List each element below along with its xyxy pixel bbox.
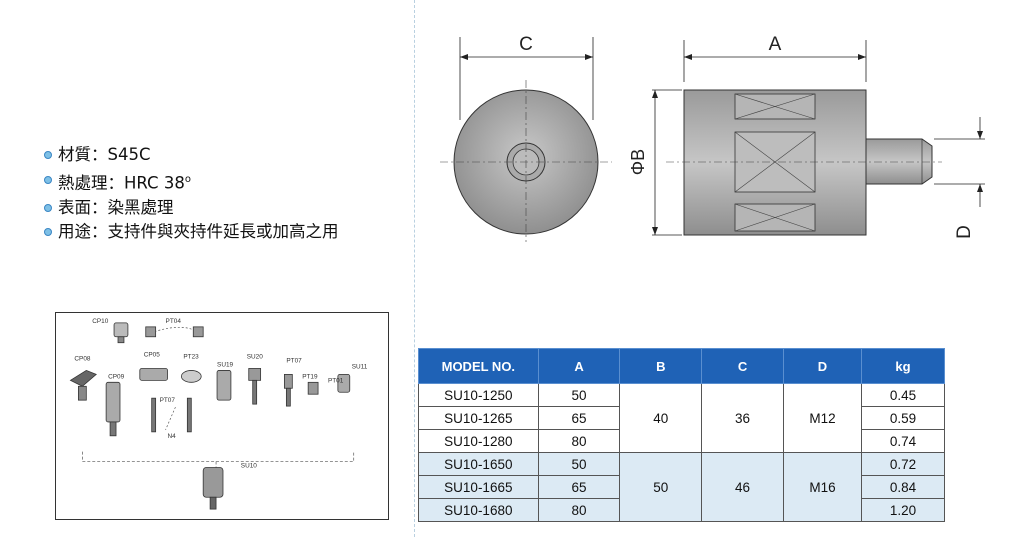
header-c: C	[701, 348, 784, 384]
spec-heat-treatment: 熱處理：HRC 38o	[44, 168, 339, 196]
label-su20: SU20	[247, 354, 263, 361]
header-kg: kg	[861, 348, 945, 384]
cell-model: SU10-1650	[418, 452, 539, 476]
cell-model: SU10-1265	[418, 406, 539, 430]
cell-d: M16	[782, 452, 863, 522]
label-cp05: CP05	[144, 352, 160, 359]
spec-label: 熱處理	[58, 173, 108, 192]
degree-mark: o	[184, 173, 191, 185]
label-su19: SU19	[217, 361, 233, 368]
table-row: SU10-1665 65 0.84	[418, 475, 945, 499]
cell-c: 36	[701, 383, 784, 453]
spec-separator: ：	[91, 222, 108, 241]
cell-a: 65	[537, 475, 621, 499]
cell-b: 40	[619, 383, 703, 453]
bullet-icon	[44, 175, 52, 184]
cell-kg: 0.74	[861, 429, 945, 453]
header-a: A	[537, 348, 621, 384]
table-row: SU10-1250 50 40 36 M12 0.45	[418, 383, 945, 453]
column-divider	[414, 0, 415, 537]
cell-kg: 0.84	[861, 475, 945, 499]
label-pt04: PT04	[166, 318, 182, 325]
label-cp09: CP09	[108, 373, 124, 380]
label-pt19: PT19	[302, 373, 318, 380]
spec-value: 染黑處理	[107, 197, 174, 217]
label-su11: SU11	[352, 363, 368, 370]
spec-label: 用途	[58, 222, 91, 241]
dim-a-label: A	[769, 34, 782, 55]
header-d: D	[782, 348, 863, 384]
spec-label: 材質	[58, 145, 91, 164]
spec-value: S45C	[107, 145, 151, 164]
bullet-icon	[44, 228, 52, 236]
table-row: SU10-1650 50 50 46 M16 0.72	[418, 452, 945, 522]
label-su10: SU10	[241, 463, 257, 470]
table-header-row: MODEL NO. A B C D kg	[418, 348, 945, 384]
cell-model: SU10-1680	[418, 498, 539, 522]
cell-a: 65	[537, 406, 621, 430]
dim-c-label: C	[519, 34, 533, 55]
cell-a: 80	[537, 498, 621, 522]
technical-drawing: C A ΦB D	[440, 34, 985, 242]
label-pt01: PT01	[328, 377, 344, 384]
header-b: B	[619, 348, 703, 384]
table-row: SU10-1265 65 0.59	[418, 406, 945, 430]
spec-surface: 表面：染黑處理	[44, 196, 339, 221]
label-cp10: CP10	[92, 318, 108, 325]
cell-b: 50	[619, 452, 703, 522]
cell-model: SU10-1280	[418, 429, 539, 453]
bullet-icon	[44, 203, 52, 212]
cell-a: 80	[537, 429, 621, 453]
spec-separator: ：	[91, 197, 108, 217]
spec-table: MODEL NO. A B C D kg SU10-1250 50 40 36 …	[418, 348, 945, 522]
cell-c: 46	[701, 452, 784, 522]
spec-separator: ：	[107, 173, 125, 192]
dim-b-label: ΦB	[628, 149, 648, 175]
label-pt23: PT23	[183, 354, 199, 361]
cell-kg: 0.45	[861, 383, 945, 407]
label-pt07b: PT07	[160, 397, 176, 404]
spec-list: 材質：S45C 熱處理：HRC 38o 表面：染黑處理 用途：支持件與夾持件延長…	[44, 143, 339, 245]
cell-kg: 1.20	[861, 498, 945, 522]
table-row: SU10-1280 80 0.74	[418, 429, 945, 453]
label-n4: N4	[168, 433, 177, 440]
cell-model: SU10-1665	[418, 475, 539, 499]
cell-model: SU10-1250	[418, 383, 539, 407]
spec-value: HRC 38	[124, 173, 185, 192]
spec-value: 支持件與夾持件延長或加高之用	[107, 222, 339, 241]
label-pt07a: PT07	[286, 358, 302, 365]
cell-d: M12	[782, 383, 863, 453]
assembly-illustration: CP10 PT04 CP08 CP05 PT23 SU19 SU20 PT07 …	[55, 312, 389, 520]
spec-material: 材質：S45C	[44, 143, 339, 168]
spec-separator: ：	[91, 145, 108, 164]
bullet-icon	[44, 151, 52, 159]
cell-kg: 0.59	[861, 406, 945, 430]
spec-usage: 用途：支持件與夾持件延長或加高之用	[44, 220, 339, 245]
label-cp08: CP08	[74, 356, 90, 363]
cell-a: 50	[537, 452, 621, 476]
dim-d-label: D	[954, 225, 975, 239]
cell-kg: 0.72	[861, 452, 945, 476]
header-model: MODEL NO.	[418, 348, 539, 384]
spec-label: 表面	[58, 197, 91, 217]
table-row: SU10-1680 80 1.20	[418, 498, 945, 522]
cell-a: 50	[537, 383, 621, 407]
